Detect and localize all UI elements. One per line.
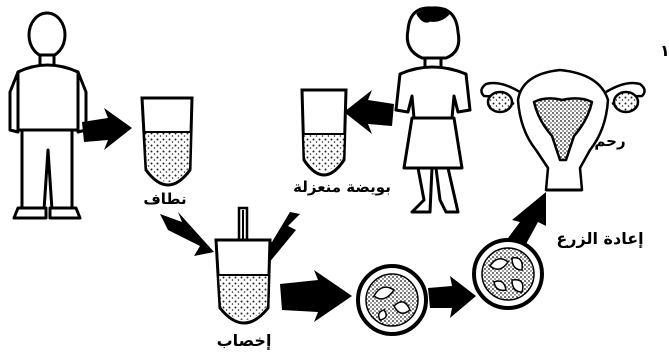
arrow-woman-to-egg — [344, 90, 394, 134]
arrow-reimplantation — [508, 192, 546, 244]
egg-test-tube — [302, 90, 346, 175]
arrow-fertilization-to-embryo — [280, 270, 352, 322]
embryo-developed — [474, 240, 542, 308]
embryo-early — [358, 266, 426, 334]
label-fertilization: إخصاب — [217, 331, 272, 350]
arrow-sperm-to-fertilization — [160, 212, 214, 256]
arrow-embryo-to-embryo — [428, 276, 476, 318]
label-sperm: نطاف — [143, 190, 186, 208]
fertilization-tube — [216, 208, 270, 323]
man-figure — [10, 13, 86, 218]
uterus-illustration — [481, 70, 644, 190]
label-uterus: رحم — [594, 132, 625, 150]
label-reimplantation: إعادة الزرع — [556, 229, 643, 248]
sperm-test-tube — [142, 98, 192, 185]
label-isolated-egg: بويضة منعزلة — [293, 178, 391, 196]
arrow-man-to-sperm — [82, 108, 132, 150]
woman-figure — [396, 8, 470, 212]
corner-number: ١ — [660, 41, 669, 60]
